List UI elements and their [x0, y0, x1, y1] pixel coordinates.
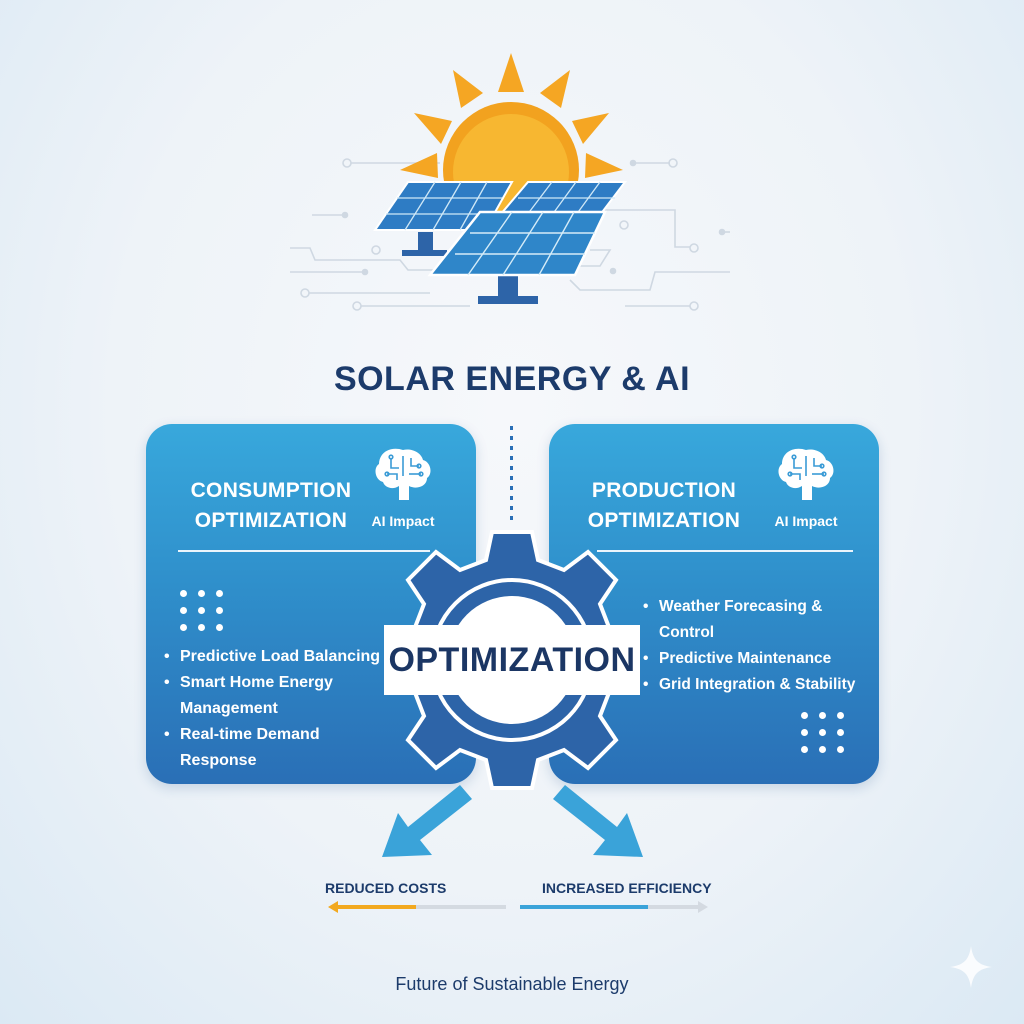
ai-impact-block: AI Impact — [761, 444, 851, 529]
list-item: Smart Home Energy Management — [162, 670, 392, 722]
arrow-down-right-icon — [553, 785, 643, 857]
divider — [597, 550, 853, 552]
hero-illustration — [290, 53, 730, 311]
dots-grid-icon — [801, 712, 845, 753]
increased-efficiency-bar — [520, 901, 708, 913]
arrow-down-left-icon — [382, 785, 472, 857]
divider — [178, 550, 430, 552]
increased-efficiency-label: INCREASED EFFICIENCY — [542, 880, 712, 896]
solar-panel-icon — [373, 181, 628, 304]
optimization-label: OPTIMIZATION — [384, 625, 640, 695]
bullet-list: Predictive Load Balancing Smart Home Ene… — [162, 644, 392, 774]
brain-circuit-icon — [375, 448, 431, 500]
panel-title: PRODUCTION OPTIMIZATION — [587, 479, 741, 532]
consumption-optimization-panel: CONSUMPTION OPTIMIZATION AI Impact Predi… — [146, 424, 476, 784]
list-item: Real-time Demand Response — [162, 722, 392, 774]
list-item: Predictive Maintenance — [641, 646, 871, 672]
footer-tagline: Future of Sustainable Energy — [395, 974, 629, 994]
panel-title: CONSUMPTION OPTIMIZATION — [190, 479, 352, 532]
reduced-costs-label: REDUCED COSTS — [325, 880, 447, 896]
page-title: SOLAR ENERGY & AI — [333, 360, 691, 398]
sparkle-icon — [950, 946, 992, 988]
reduced-costs-bar — [328, 901, 506, 913]
list-item: Weather Forecasing & Control — [641, 594, 871, 646]
circuit-lines-icon — [290, 158, 730, 311]
brain-circuit-icon — [778, 448, 834, 500]
dots-grid-icon — [180, 590, 224, 631]
ai-impact-block: AI Impact — [358, 444, 448, 529]
bullet-list: Weather Forecasing & Control Predictive … — [641, 594, 871, 698]
connector-dotted-line — [510, 426, 513, 526]
list-item: Predictive Load Balancing — [162, 644, 392, 670]
list-item: Grid Integration & Stability — [641, 672, 871, 698]
